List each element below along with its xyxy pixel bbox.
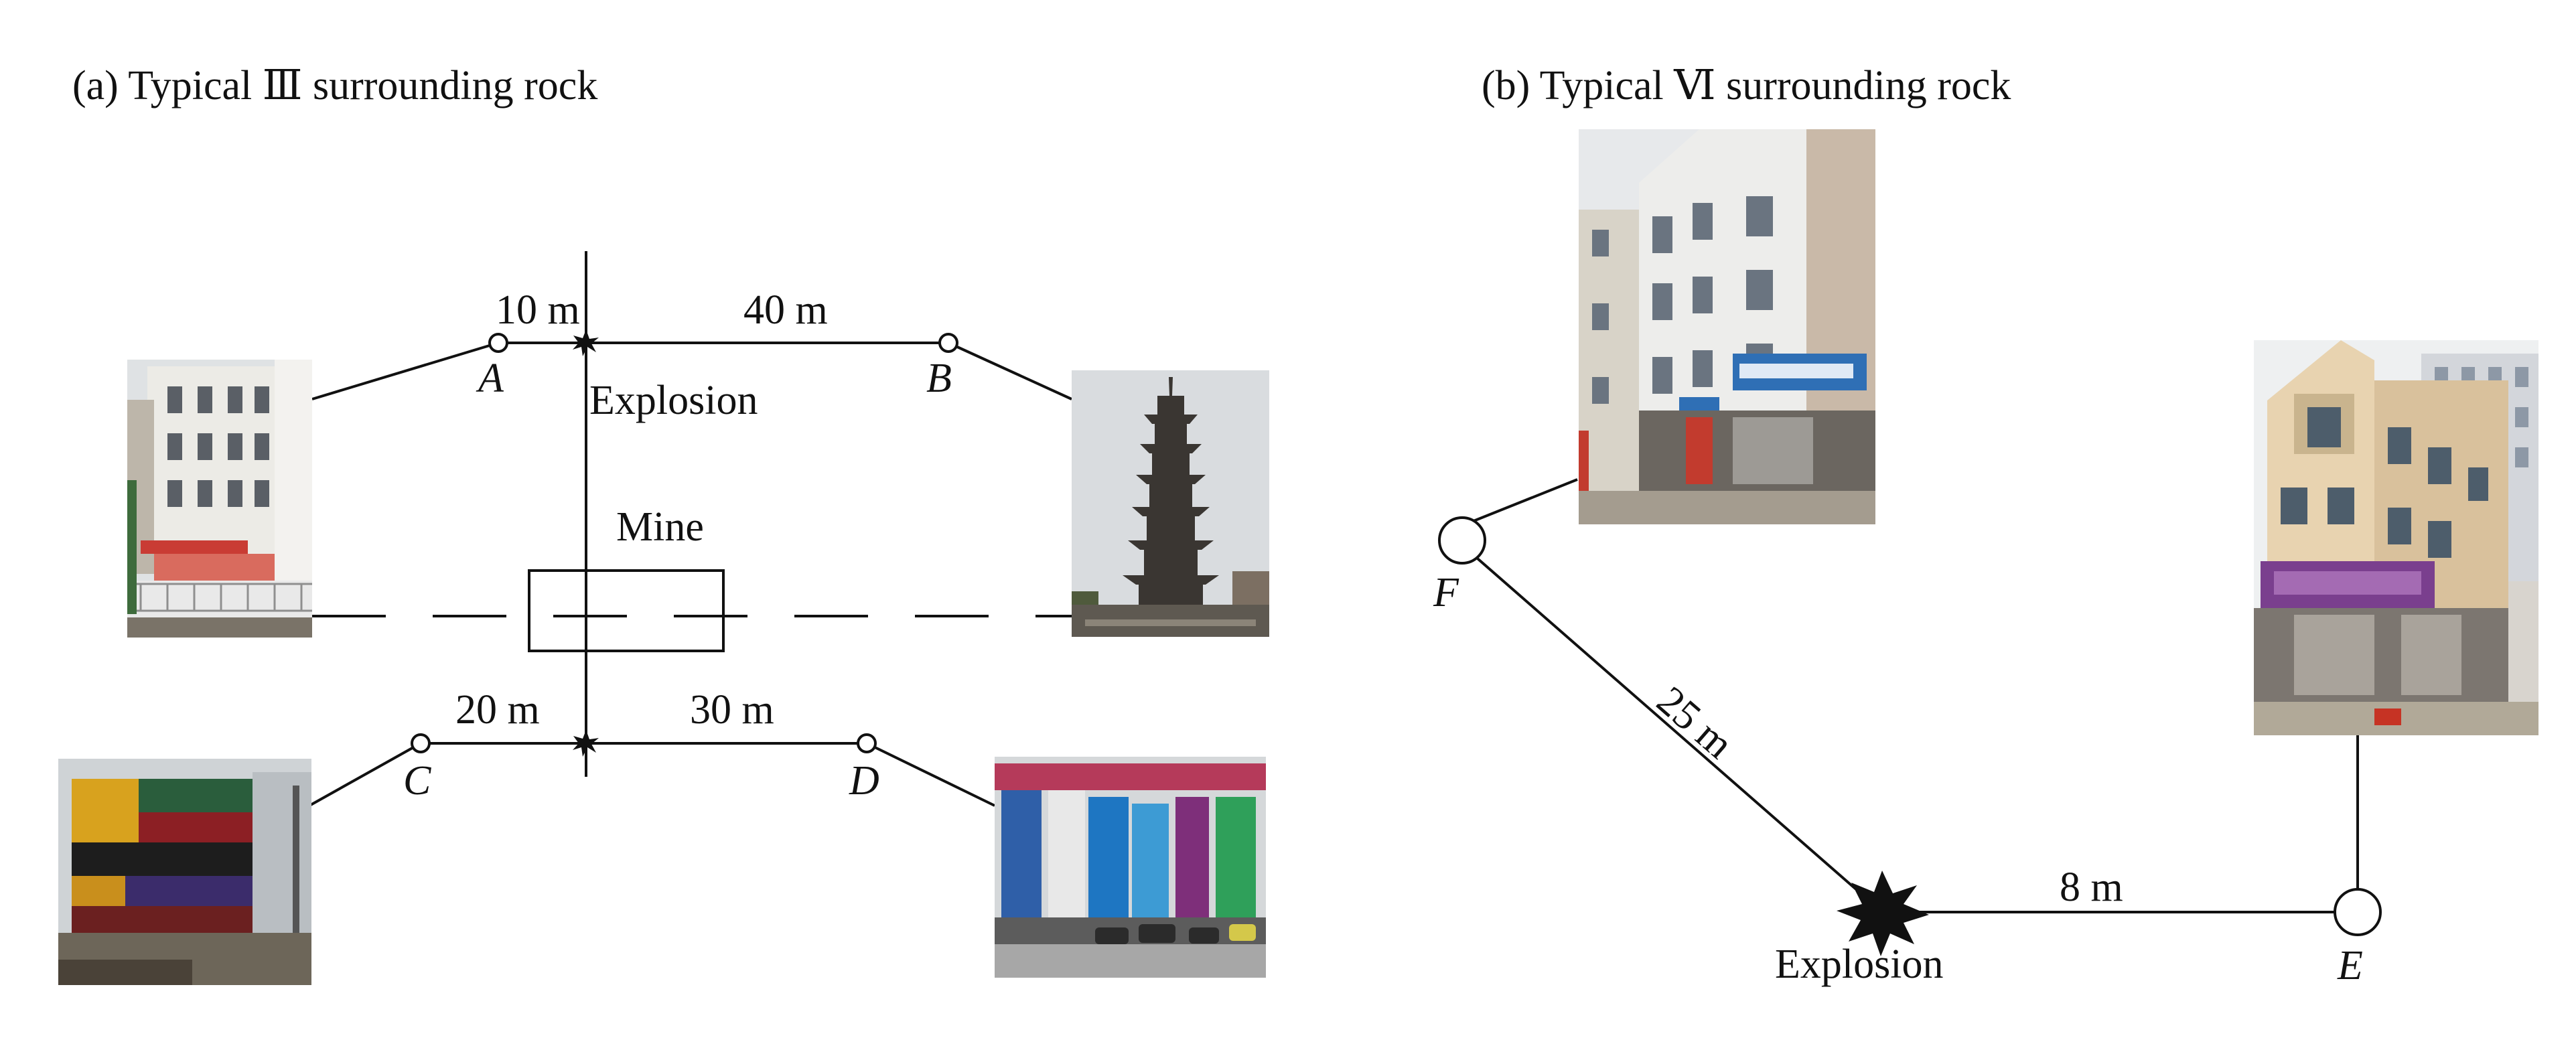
panel-b: (b) Typical Ⅵ surrounding rock 25 m 8 m … <box>1433 63 2538 988</box>
distance-c-explosion: 20 m <box>455 687 540 733</box>
point-b-marker <box>938 333 958 353</box>
pagoda-photo <box>1072 370 1269 637</box>
residential-building-photo <box>127 360 312 638</box>
point-a-marker <box>488 333 508 353</box>
explosion-icon-b <box>1837 871 1929 956</box>
corner-shop-building-photo <box>1579 129 1875 524</box>
point-e-marker <box>2334 888 2382 936</box>
distance-explosion-b: 40 m <box>743 287 828 333</box>
point-c-marker <box>411 733 431 753</box>
point-d-marker <box>857 733 877 753</box>
leader-line-a <box>311 342 499 400</box>
point-f-marker <box>1438 516 1486 565</box>
storefront-signs-photo <box>58 759 311 985</box>
point-f-label: F <box>1433 570 1459 615</box>
distance-explosion-d: 30 m <box>690 687 774 733</box>
point-e-label: E <box>2337 943 2363 988</box>
distance-explosion-e: 8 m <box>2060 865 2123 910</box>
explosion-icon-bottom <box>573 730 599 757</box>
panel-a-title: (a) Typical Ⅲ surrounding rock <box>72 63 597 108</box>
point-a-label: A <box>476 356 504 401</box>
mine-outline <box>528 569 725 652</box>
panel-a: (a) Typical Ⅲ surrounding rock Mine 10 m <box>58 63 1269 985</box>
explosion-label-a: Explosion <box>589 378 758 423</box>
shopping-street-photo <box>995 757 1266 978</box>
leader-line-d <box>866 742 995 807</box>
leader-line-c <box>309 742 421 807</box>
leader-line-f <box>1470 478 1578 524</box>
apartment-building-photo <box>2254 340 2538 735</box>
distance-f-explosion: 25 m <box>1648 678 1742 767</box>
point-b-label: B <box>926 356 952 401</box>
line-f-explosion <box>1455 539 1883 913</box>
explosion-label-b: Explosion <box>1775 942 1943 987</box>
distance-a-explosion: 10 m <box>496 287 580 333</box>
explosion-icon-top <box>573 329 599 356</box>
point-d-label: D <box>849 758 879 804</box>
point-c-label: C <box>403 758 431 804</box>
leader-line-b <box>948 342 1072 400</box>
mine-label: Mine <box>616 504 704 550</box>
panel-b-title: (b) Typical Ⅵ surrounding rock <box>1482 63 2011 108</box>
